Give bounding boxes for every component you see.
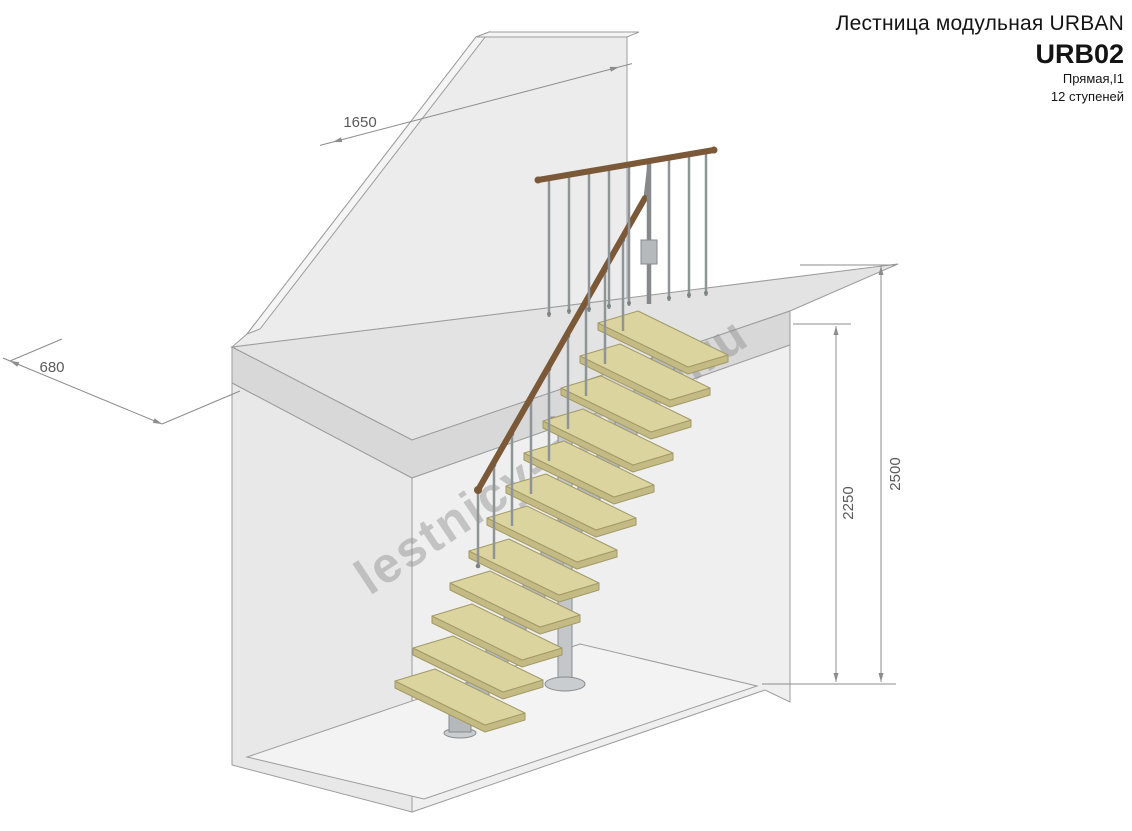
baluster-joint bbox=[667, 296, 671, 300]
baluster-joint bbox=[627, 301, 631, 305]
dimensions: 1650 680 2500 2250 bbox=[2, 63, 904, 685]
dimension-ceiling-height: 2250 bbox=[793, 323, 857, 682]
wall-top-strip bbox=[475, 31, 640, 38]
stair-steps bbox=[394, 310, 729, 739]
step-tread bbox=[449, 570, 581, 628]
dimension-total-height: 2500 bbox=[762, 264, 904, 685]
dimension-line bbox=[9, 360, 163, 425]
stair-balusters bbox=[476, 237, 625, 568]
baluster-joint bbox=[587, 307, 591, 311]
platform-balusters bbox=[547, 151, 708, 317]
dimension-wall-top: 1650 bbox=[319, 63, 633, 146]
step-tread bbox=[542, 408, 674, 466]
room-structure bbox=[230, 30, 899, 813]
dimension-platform-depth: 680 bbox=[2, 338, 241, 425]
handrail-end-cap bbox=[710, 146, 718, 154]
handrail-end-cap bbox=[474, 486, 482, 494]
step-tread bbox=[560, 375, 692, 433]
staircase bbox=[394, 146, 729, 739]
title-block: Лестница модульная URBAN URB02 Прямая,I1… bbox=[836, 12, 1124, 105]
step-tread bbox=[523, 440, 655, 498]
dimension-value: 2500 bbox=[887, 457, 904, 490]
step-tread bbox=[579, 343, 711, 401]
dimension-overshoot bbox=[2, 357, 11, 362]
dimension-overshoot bbox=[319, 141, 334, 146]
dimension-overshoot bbox=[618, 63, 633, 68]
baluster-joint bbox=[704, 291, 708, 295]
stair-step-1 bbox=[394, 668, 526, 739]
stair-type: Прямая,I1 bbox=[1062, 71, 1124, 86]
dimension-line bbox=[332, 66, 620, 143]
dimension-value: 1650 bbox=[343, 114, 376, 131]
platform-handrail bbox=[535, 147, 717, 183]
baluster-joint bbox=[547, 312, 551, 316]
extension-line bbox=[161, 390, 241, 425]
step-tread bbox=[394, 668, 526, 726]
baluster-joint bbox=[475, 563, 481, 569]
step-tread bbox=[597, 310, 729, 368]
extension-line bbox=[9, 338, 63, 362]
platform-baluster-joints bbox=[547, 291, 708, 316]
steps-count: 12 ступеней bbox=[1050, 88, 1124, 104]
step-tread bbox=[431, 603, 563, 661]
column-base-flange bbox=[544, 676, 586, 692]
baluster-joint bbox=[687, 293, 691, 297]
handrail-end-cap bbox=[534, 176, 542, 184]
baluster-joint bbox=[567, 309, 571, 313]
model-code: URB02 bbox=[1035, 39, 1124, 69]
post-bracket bbox=[640, 239, 658, 265]
step-tread bbox=[412, 635, 544, 693]
baluster-joint bbox=[607, 304, 611, 308]
stair-handrail bbox=[475, 195, 648, 493]
step-tread bbox=[486, 505, 618, 563]
dimension-value: 680 bbox=[39, 359, 64, 376]
step-tread bbox=[505, 473, 637, 531]
product-line-title: Лестница модульная URBAN bbox=[835, 12, 1124, 35]
dimension-value: 2250 bbox=[840, 486, 857, 519]
step-tread bbox=[468, 538, 600, 596]
